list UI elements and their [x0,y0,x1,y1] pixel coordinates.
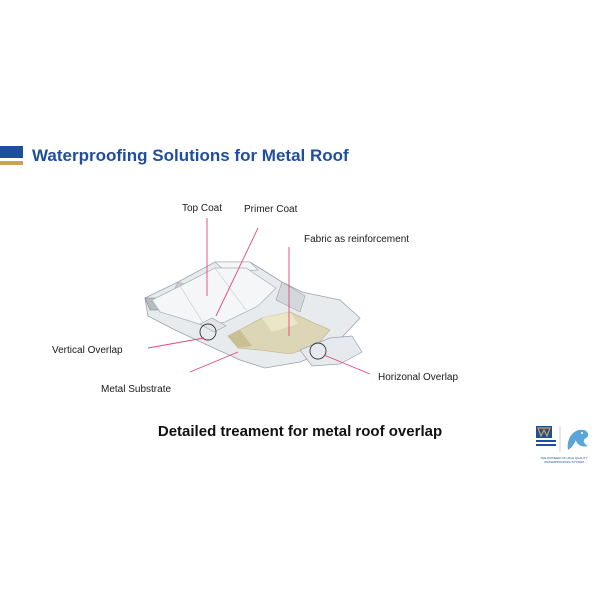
title-accent-bar [0,146,23,168]
fabric-reinforcement [227,311,331,355]
logo-tagline: THE PIONEER OF HIGH QUALITY WATERPROOFIN… [540,456,588,464]
leader-lines [147,218,371,375]
label-metal-substrate: Metal Substrate [101,384,172,395]
company-logo [536,426,589,452]
label-fabric: Fabric as reinforcement [304,234,410,245]
primer-coat-strip [199,317,227,333]
label-horizontal-overlap: Horizonal Overlap [378,372,459,383]
vertical-overlap-marker [199,323,217,341]
top-coat-layer [151,267,277,327]
diagram-caption: Detailed treament for metal roof overlap [157,423,443,440]
label-primer-coat: Primer Coat [244,204,298,215]
slide-title: Waterproofing Solutions for Metal Roof [32,146,349,165]
label-vertical-overlap: Vertical Overlap [52,345,123,356]
label-top-coat: Top Coat [182,203,223,214]
horizontal-overlap-marker [309,342,327,360]
